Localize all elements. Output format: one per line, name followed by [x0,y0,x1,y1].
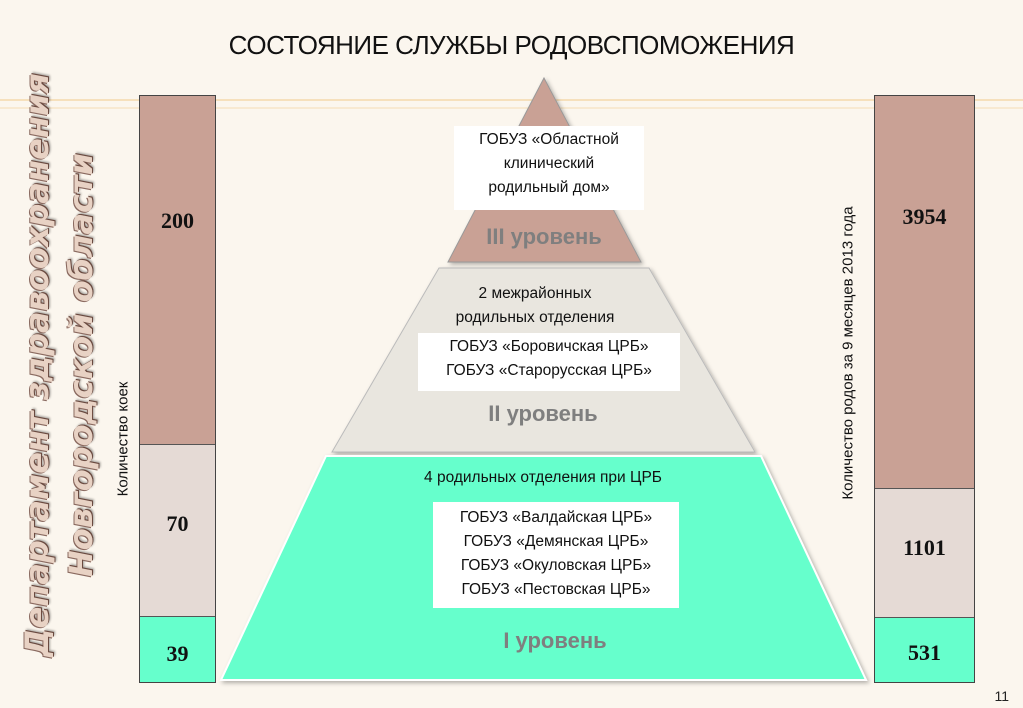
level2-heading: 2 межрайонных родильных отделения [420,282,650,330]
level2-heading-line-2: родильных отделения [455,309,615,326]
right-bar-value-level2: 1101 [903,535,946,560]
level2-heading-line-1: 2 межрайонных [478,285,592,302]
left-bar-beds: 200 70 39 [139,95,216,683]
level3-institution-box: ГОБУЗ «Областной клинический родильный д… [454,126,644,210]
right-bar-births: 3954 1101 531 [874,95,975,683]
right-bar-segment-level1: 531 [875,618,974,682]
left-bar-segment-level1: 39 [140,617,215,682]
level3-institution-line-3: родильный дом» [488,179,610,196]
left-bar-value-level2: 70 [166,511,189,536]
level1-institution-1: ГОБУЗ «Валдайская ЦРБ» [459,509,653,526]
level3-institution-line-1: ГОБУЗ «Областной [479,131,619,148]
level1-institution-2: ГОБУЗ «Демянская ЦРБ» [463,533,649,550]
left-bar-value-level1: 39 [166,641,189,666]
level2-institution-2: ГОБУЗ «Старорусская ЦРБ» [446,362,652,379]
left-bar-segment-level2: 70 [140,445,215,617]
level1-label: I уровень [503,628,607,653]
level3-institution-line-2: клинический [503,155,595,172]
level1-institution-4: ГОБУЗ «Пестовская ЦРБ» [461,581,651,598]
level1-institutions-box: ГОБУЗ «Валдайская ЦРБ» ГОБУЗ «Демянская … [433,502,679,608]
right-bar-segment-level2: 1101 [875,489,974,618]
level2-institutions-box: ГОБУЗ «Боровичская ЦРБ» ГОБУЗ «Старорусс… [418,333,680,391]
level2-label: II уровень [488,401,598,426]
level1-heading: 4 родильных отделения при ЦРБ [424,469,662,486]
level3-label: III уровень [486,224,602,249]
left-bar-value-level3: 200 [161,208,194,233]
right-bar-segment-level3: 3954 [875,96,974,489]
left-bar-segment-level3: 200 [140,96,215,445]
level2-institution-1: ГОБУЗ «Боровичская ЦРБ» [449,338,649,355]
page-number: 11 [994,688,1009,704]
right-bar-value-level1: 531 [908,640,941,665]
right-bar-value-level3: 3954 [902,204,947,229]
level1-institution-3: ГОБУЗ «Окуловская ЦРБ» [460,557,652,574]
slide-title: СОСТОЯНИЕ СЛУЖБЫ РОДОВСПОМОЖЕНИЯ [228,30,795,60]
